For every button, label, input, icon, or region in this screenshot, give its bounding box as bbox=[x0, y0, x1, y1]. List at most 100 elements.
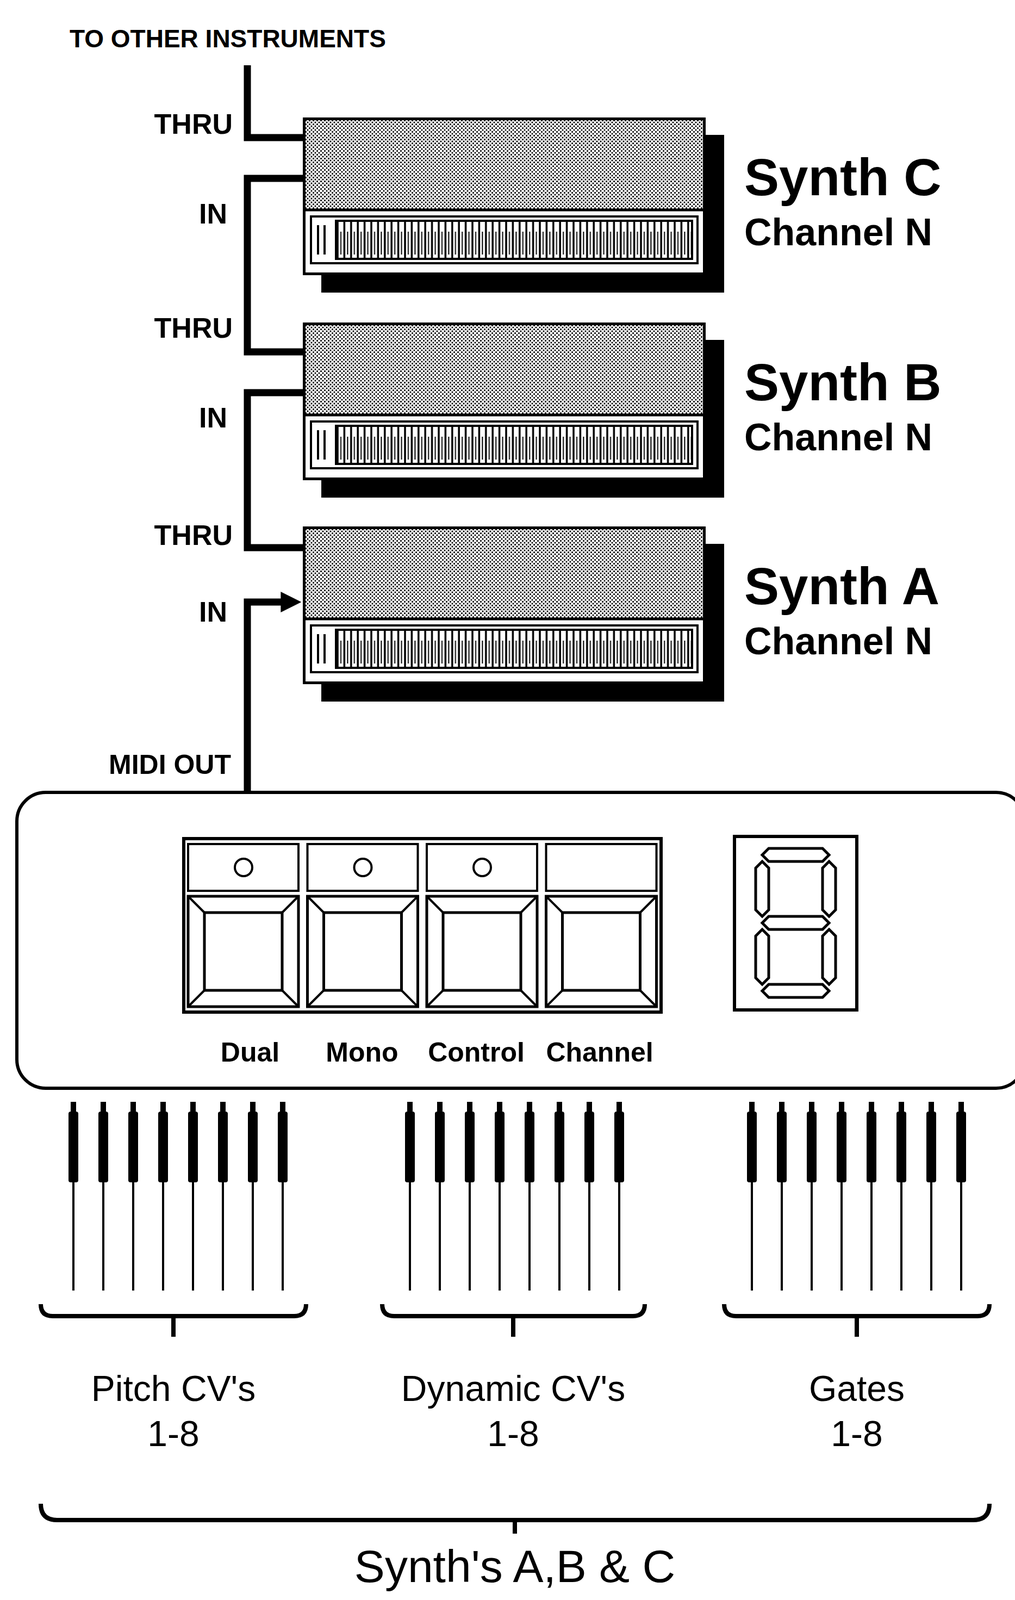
plug-body bbox=[614, 1111, 625, 1182]
push-button bbox=[307, 895, 419, 1007]
thru-cable bbox=[247, 65, 303, 138]
synth-caption: Synth AChannel N bbox=[744, 556, 940, 664]
button-label: Mono bbox=[325, 1036, 398, 1069]
push-button bbox=[188, 895, 299, 1007]
port-label: MIDI OUT bbox=[108, 749, 232, 781]
plug-body bbox=[464, 1111, 475, 1182]
button-bevel bbox=[307, 895, 325, 913]
midi-cable bbox=[247, 178, 303, 352]
plug-body bbox=[158, 1111, 168, 1182]
plug-cable bbox=[408, 1180, 412, 1291]
synth-unit: Synth CChannel N bbox=[302, 117, 706, 276]
plug-body bbox=[218, 1111, 228, 1182]
synth-unit: Synth BChannel N bbox=[302, 322, 706, 481]
led-window bbox=[307, 843, 419, 891]
plug-body bbox=[926, 1111, 937, 1182]
display-segment bbox=[762, 916, 830, 930]
plug-body bbox=[956, 1111, 967, 1182]
button-face bbox=[443, 912, 521, 990]
midi-interface: DualMonoControlChannel bbox=[15, 790, 1015, 1090]
plug-cable bbox=[251, 1180, 254, 1291]
channel-label: Channel N bbox=[744, 210, 942, 255]
plug-cable bbox=[162, 1180, 165, 1291]
plug-cable bbox=[221, 1180, 224, 1291]
display-segment bbox=[762, 848, 830, 862]
plug-body bbox=[68, 1111, 79, 1182]
plug-cable bbox=[132, 1180, 135, 1291]
plug-cable bbox=[498, 1180, 501, 1291]
jack-label: THRU bbox=[154, 312, 233, 345]
plug-cable bbox=[102, 1180, 105, 1291]
text-holder: THRU bbox=[154, 519, 233, 552]
button-face bbox=[562, 912, 641, 990]
plug-cable bbox=[468, 1180, 471, 1291]
button-bevel bbox=[401, 895, 419, 913]
plug-cable bbox=[528, 1180, 531, 1291]
seven-segment-display bbox=[734, 836, 857, 1010]
plug-body bbox=[494, 1111, 505, 1182]
plug-body bbox=[524, 1111, 535, 1182]
button-label: Control bbox=[427, 1036, 525, 1069]
plug-body bbox=[277, 1111, 288, 1182]
output-group-label: Pitch CV's 1-8 bbox=[77, 1365, 270, 1456]
synth-name: Synth B bbox=[744, 352, 942, 413]
button-face bbox=[204, 912, 283, 990]
button-panel bbox=[183, 838, 662, 1012]
text-holder: Dynamic CV's 1-8 bbox=[391, 1365, 635, 1456]
led bbox=[234, 858, 253, 876]
button-bevel bbox=[426, 895, 444, 913]
led-window bbox=[546, 843, 657, 891]
plug-cable bbox=[72, 1180, 75, 1291]
button-label: Dual bbox=[220, 1036, 280, 1069]
midi-cable bbox=[247, 601, 288, 791]
plug-cable bbox=[588, 1180, 591, 1291]
plug-cable bbox=[438, 1180, 441, 1291]
output-group-label: Dynamic CV's 1-8 bbox=[391, 1365, 635, 1456]
led bbox=[354, 858, 372, 876]
synth-caption: Synth BChannel N bbox=[744, 352, 942, 460]
synth-name: Synth A bbox=[744, 556, 940, 616]
text-holder: Mono bbox=[325, 1036, 398, 1069]
plug-cable bbox=[191, 1180, 195, 1291]
button-bevel bbox=[520, 895, 538, 913]
overall-bracket bbox=[40, 1503, 990, 1534]
plug-cable bbox=[750, 1180, 753, 1291]
button-bevel bbox=[401, 989, 419, 1007]
button-bevel bbox=[426, 989, 444, 1007]
destination-label: TO OTHER INSTRUMENTS bbox=[69, 24, 386, 54]
button-bevel bbox=[307, 989, 325, 1007]
plug-body bbox=[806, 1111, 817, 1182]
plug-body bbox=[188, 1111, 198, 1182]
jack-label: IN bbox=[198, 595, 228, 629]
synth-illustration bbox=[302, 117, 725, 293]
jack-label: THRU bbox=[154, 519, 233, 552]
plug-cable bbox=[780, 1180, 783, 1291]
push-button bbox=[546, 895, 657, 1007]
button-bevel bbox=[188, 895, 205, 913]
led bbox=[473, 858, 491, 876]
display-frame bbox=[734, 836, 857, 1010]
plug-body bbox=[746, 1111, 757, 1182]
text-holder: Gates 1-8 bbox=[789, 1365, 925, 1456]
synth-caption: Synth CChannel N bbox=[744, 147, 942, 255]
button-bevel bbox=[282, 895, 299, 913]
plug-body bbox=[836, 1111, 847, 1182]
plug-body bbox=[554, 1111, 565, 1182]
display-segment bbox=[822, 861, 836, 917]
plug-cable bbox=[840, 1180, 843, 1291]
synth-name: Synth C bbox=[744, 147, 942, 208]
text-holder: THRU bbox=[154, 312, 233, 345]
synth-unit: Synth AChannel N bbox=[302, 526, 706, 684]
plug-cable bbox=[281, 1180, 284, 1291]
plug-cable bbox=[900, 1180, 903, 1291]
text-holder: MIDI OUT bbox=[108, 749, 232, 781]
display-segment bbox=[762, 984, 830, 998]
panel-frame bbox=[183, 838, 662, 1012]
jack-label: THRU bbox=[154, 108, 233, 141]
button-bevel bbox=[640, 895, 657, 913]
output-group-label: Gates 1-8 bbox=[789, 1365, 925, 1456]
display-segment bbox=[755, 861, 769, 917]
plug-body bbox=[866, 1111, 877, 1182]
button-face bbox=[324, 912, 402, 990]
